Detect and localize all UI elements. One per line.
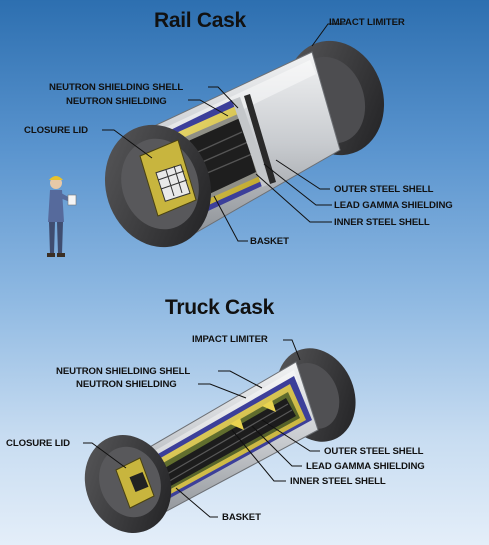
rail-cask-title: Rail Cask bbox=[154, 9, 246, 32]
rail-basket-grid bbox=[155, 164, 191, 202]
truck-cask-title: Truck Cask bbox=[165, 296, 275, 319]
truck-label-impact-limiter: IMPACT LIMITER bbox=[192, 334, 268, 345]
truck-leader-lines bbox=[83, 339, 320, 518]
rail-label-neutron-shielding: NEUTRON SHIELDING bbox=[66, 96, 167, 107]
rail-leader-lines bbox=[102, 23, 345, 242]
truck-label-closure-lid: CLOSURE LID bbox=[6, 438, 70, 449]
truck-label-neutron-shielding: NEUTRON SHIELDING bbox=[76, 379, 177, 390]
rail-label-closure-lid: CLOSURE LID bbox=[24, 125, 88, 136]
truck-label-outer-steel-shell: OUTER STEEL SHELL bbox=[324, 446, 424, 457]
truck-label-inner-steel-shell: INNER STEEL SHELL bbox=[290, 476, 386, 487]
rail-label-outer-steel-shell: OUTER STEEL SHELL bbox=[334, 184, 434, 195]
truck-label-lead-gamma-shielding: LEAD GAMMA SHIELDING bbox=[306, 461, 425, 472]
worker-figure bbox=[47, 176, 77, 257]
truck-label-neutron-shielding-shell: NEUTRON SHIELDING SHELL bbox=[56, 366, 191, 377]
rail-label-impact-limiter: IMPACT LIMITER bbox=[329, 17, 405, 28]
truck-label-basket: BASKET bbox=[222, 512, 261, 523]
rail-label-neutron-shielding-shell: NEUTRON SHIELDING SHELL bbox=[49, 82, 184, 93]
rail-label-basket: BASKET bbox=[250, 236, 289, 247]
truck-cask bbox=[84, 348, 356, 533]
rail-cask bbox=[104, 40, 385, 248]
rail-label-inner-steel-shell: INNER STEEL SHELL bbox=[334, 217, 430, 228]
rail-label-lead-gamma-shielding: LEAD GAMMA SHIELDING bbox=[334, 200, 453, 211]
